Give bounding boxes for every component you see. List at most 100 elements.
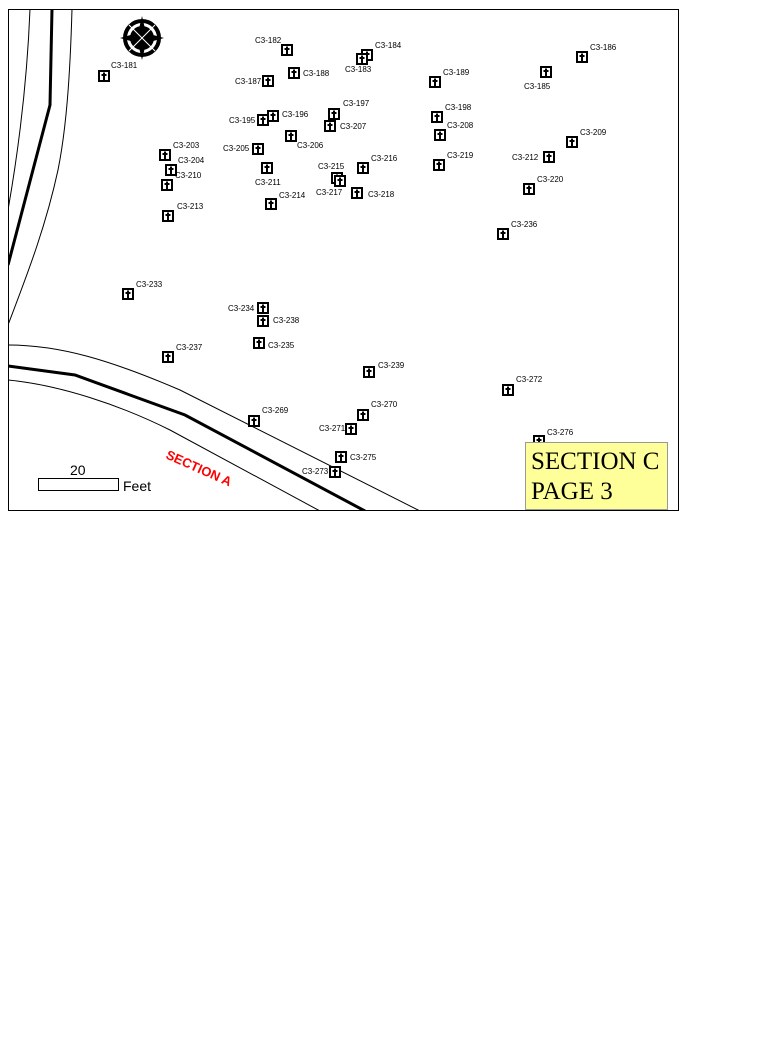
grave-marker[interactable]: C3-216 bbox=[357, 154, 398, 174]
grave-label: C3-215 bbox=[318, 162, 345, 171]
grave-cross-icon bbox=[433, 159, 445, 171]
grave-marker[interactable]: C3-195 bbox=[229, 114, 269, 126]
grave-cross-icon bbox=[324, 120, 336, 132]
grave-marker[interactable]: C3-212 bbox=[512, 151, 555, 163]
grave-cross-icon bbox=[566, 136, 578, 148]
grave-marker[interactable]: C3-219 bbox=[433, 151, 474, 171]
road-edge-bottom-lower bbox=[8, 379, 321, 511]
grave-marker[interactable]: C3-198 bbox=[431, 103, 472, 123]
grave-marker[interactable]: C3-213 bbox=[162, 202, 204, 222]
grave-label: C3-213 bbox=[177, 202, 204, 211]
scale-unit: Feet bbox=[123, 478, 151, 494]
grave-marker[interactable]: C3-220 bbox=[523, 175, 564, 195]
grave-label: C3-275 bbox=[350, 453, 377, 462]
grave-label: C3-272 bbox=[516, 375, 543, 384]
grave-marker[interactable]: C3-183 bbox=[345, 53, 372, 74]
grave-cross-icon bbox=[265, 198, 277, 210]
grave-label: C3-273 bbox=[302, 467, 329, 476]
grave-marker[interactable]: C3-275 bbox=[335, 451, 377, 463]
grave-marker[interactable]: C3-185 bbox=[524, 66, 552, 91]
grave-cross-icon bbox=[262, 75, 274, 87]
grave-label: C3-184 bbox=[375, 41, 402, 50]
grave-marker[interactable]: C3-269 bbox=[248, 406, 289, 427]
grave-cross-icon bbox=[335, 451, 347, 463]
grave-cross-icon bbox=[429, 76, 441, 88]
grave-label: C3-219 bbox=[447, 151, 474, 160]
grave-label: C3-210 bbox=[175, 171, 202, 180]
grave-cross-icon bbox=[261, 162, 273, 174]
grave-marker[interactable]: C3-209 bbox=[566, 128, 607, 148]
grave-label: C3-216 bbox=[371, 154, 398, 163]
grave-label: C3-205 bbox=[223, 144, 250, 153]
grave-label: C3-182 bbox=[255, 36, 282, 45]
grave-cross-icon bbox=[576, 51, 588, 63]
grave-marker[interactable]: C3-207 bbox=[324, 120, 367, 132]
grave-marker[interactable]: C3-273 bbox=[302, 466, 341, 478]
grave-cross-icon bbox=[356, 53, 368, 65]
grave-marker[interactable]: C3-197 bbox=[328, 99, 370, 120]
grave-marker[interactable]: C3-239 bbox=[363, 361, 405, 378]
grave-cross-icon bbox=[540, 66, 552, 78]
grave-label: C3-237 bbox=[176, 343, 203, 352]
grave-marker[interactable]: C3-218 bbox=[351, 187, 395, 199]
grave-marker[interactable]: C3-235 bbox=[253, 337, 295, 350]
grave-marker[interactable]: C3-204 bbox=[165, 156, 205, 176]
grave-cross-icon bbox=[165, 164, 177, 176]
grave-label: C3-234 bbox=[228, 304, 255, 313]
grave-marker[interactable]: C3-237 bbox=[162, 343, 203, 363]
grave-marker[interactable]: C3-210 bbox=[161, 171, 202, 191]
grave-marker[interactable]: C3-186 bbox=[576, 43, 617, 63]
grave-label: C3-276 bbox=[547, 428, 574, 437]
scale-bar: 20 Feet bbox=[38, 462, 151, 494]
section-page-legend: SECTION C PAGE 3 bbox=[525, 442, 668, 510]
grave-label: C3-185 bbox=[524, 82, 551, 91]
roads bbox=[8, 9, 421, 511]
grave-marker[interactable]: C3-188 bbox=[288, 67, 330, 79]
grave-marker[interactable]: C3-233 bbox=[122, 280, 163, 300]
grave-marker[interactable]: C3-181 bbox=[98, 61, 138, 82]
grave-marker[interactable]: C3-214 bbox=[265, 191, 306, 210]
grave-label: C3-209 bbox=[580, 128, 607, 137]
grave-cross-icon bbox=[351, 187, 363, 199]
grave-cross-icon bbox=[162, 351, 174, 363]
scale-value: 20 bbox=[70, 462, 86, 478]
grave-cross-icon bbox=[257, 315, 269, 327]
grave-marker[interactable]: C3-205 bbox=[223, 143, 264, 155]
grave-marker[interactable]: C3-182 bbox=[255, 36, 293, 56]
grave-label: C3-214 bbox=[279, 191, 306, 200]
grave-cross-icon bbox=[334, 175, 346, 187]
grave-marker[interactable]: C3-189 bbox=[429, 68, 470, 88]
grave-cross-icon bbox=[98, 70, 110, 82]
grave-marker[interactable]: C3-211 bbox=[255, 162, 281, 187]
grave-cross-icon bbox=[122, 288, 134, 300]
grave-cross-icon bbox=[253, 337, 265, 349]
road-edge-bottom-upper bbox=[8, 344, 421, 511]
grave-marker[interactable]: C3-234 bbox=[228, 302, 269, 314]
grave-marker[interactable]: C3-236 bbox=[497, 220, 538, 240]
grave-cross-icon bbox=[257, 114, 269, 126]
scale-bar-rect bbox=[38, 478, 119, 491]
grave-marker[interactable]: C3-238 bbox=[257, 315, 300, 327]
grave-marker[interactable]: C3-203 bbox=[159, 141, 200, 161]
road-centerline-left bbox=[8, 9, 54, 266]
grave-marker[interactable]: C3-271 bbox=[319, 423, 357, 435]
grave-cross-icon bbox=[497, 228, 509, 240]
grave-markers: C3-181C3-182C3-184C3-183C3-186C3-187C3-1… bbox=[98, 36, 617, 478]
grave-cross-icon bbox=[434, 129, 446, 141]
grave-marker[interactable]: C3-206 bbox=[285, 130, 324, 150]
grave-cross-icon bbox=[248, 415, 260, 427]
grave-label: C3-183 bbox=[345, 65, 372, 74]
legend-page: PAGE 3 bbox=[531, 478, 613, 505]
grave-label: C3-218 bbox=[368, 190, 395, 199]
grave-marker[interactable]: C3-208 bbox=[434, 121, 474, 141]
grave-cross-icon bbox=[431, 111, 443, 123]
grave-label: C3-236 bbox=[511, 220, 538, 229]
grave-label: C3-198 bbox=[445, 103, 472, 112]
grave-marker[interactable]: C3-217 bbox=[316, 175, 346, 197]
grave-marker[interactable]: C3-187 bbox=[235, 75, 274, 87]
grave-marker[interactable]: C3-272 bbox=[502, 375, 543, 396]
grave-marker[interactable]: C3-270 bbox=[357, 400, 398, 421]
grave-label: C3-212 bbox=[512, 153, 539, 162]
grave-cross-icon bbox=[285, 130, 297, 142]
